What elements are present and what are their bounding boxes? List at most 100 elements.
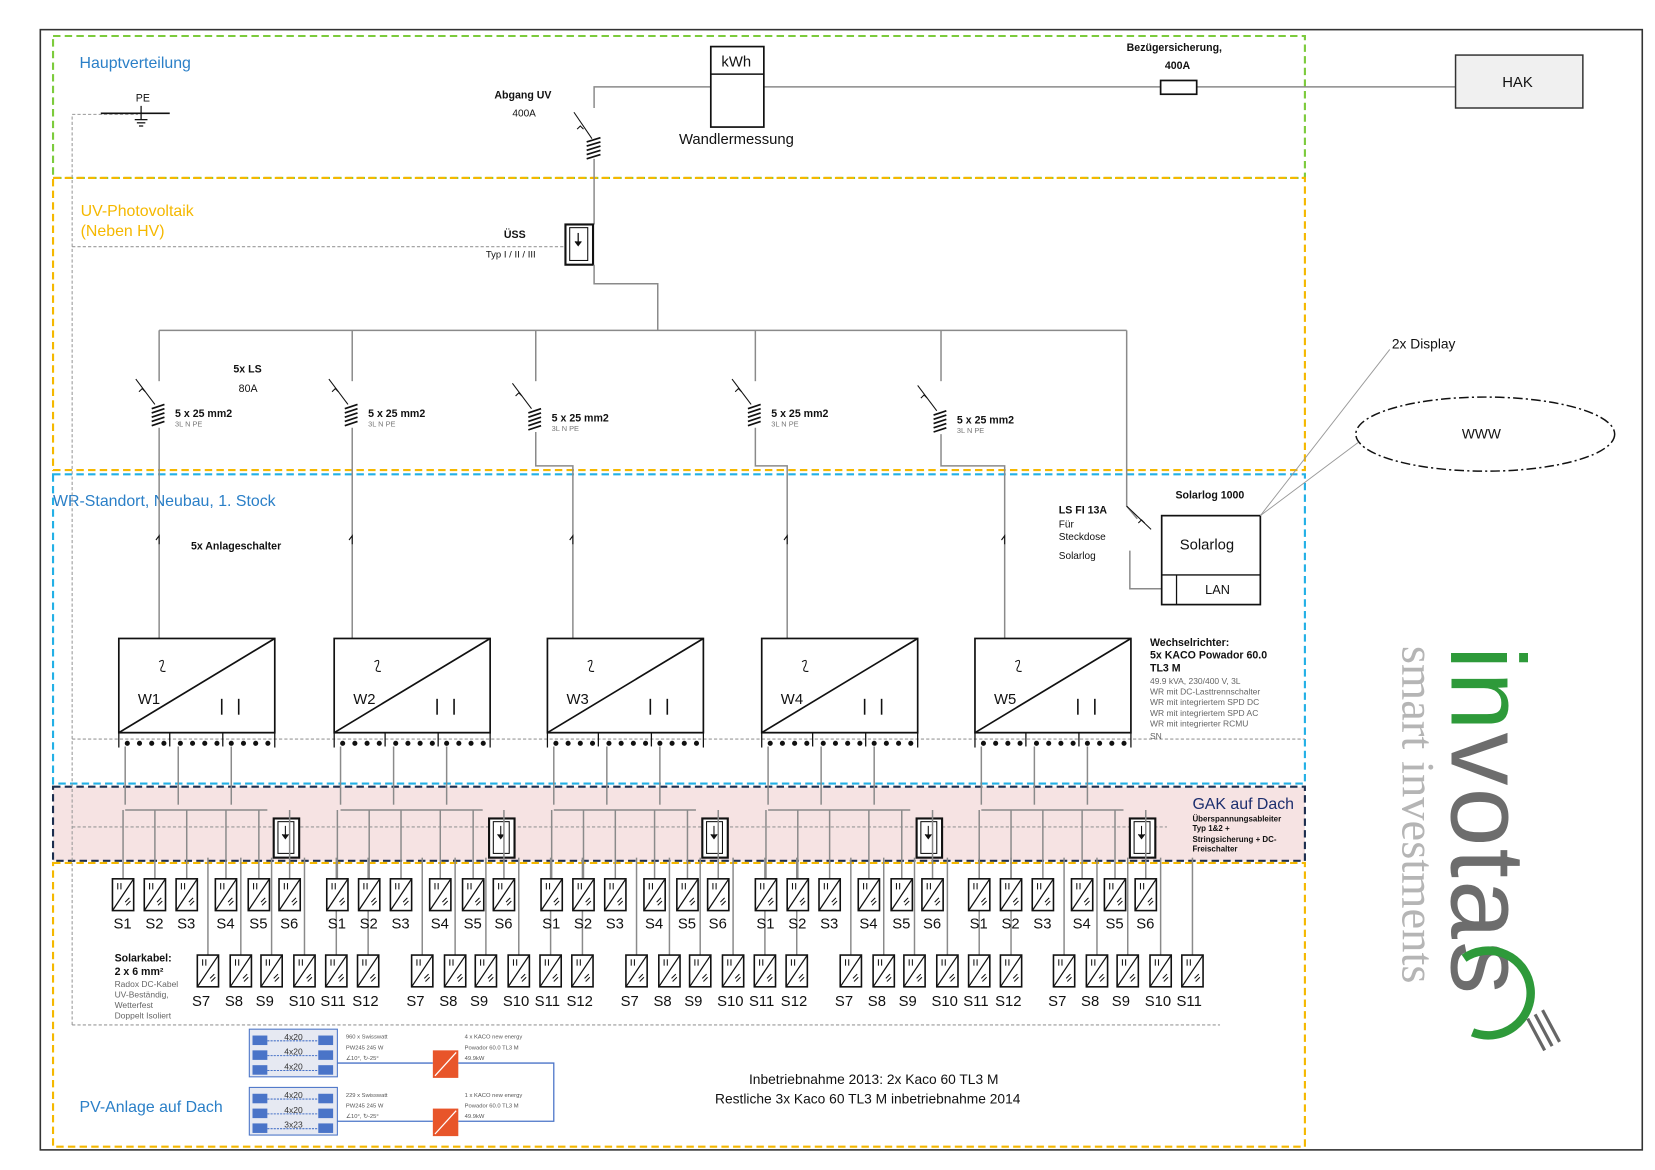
string-label: S4 <box>216 917 234 933</box>
abgang-rating: 400A <box>512 108 536 119</box>
dc-terminal <box>1121 740 1127 746</box>
panel-icon <box>318 1035 334 1046</box>
pv-module-icon <box>999 954 1023 988</box>
dc-terminal <box>908 740 914 746</box>
lan-label: LAN <box>1205 582 1230 597</box>
string-label: S4 <box>431 917 449 933</box>
zone-pv-anlage <box>51 861 1306 1148</box>
cable-label: 5 x 25 mm2 <box>175 408 232 420</box>
panel-icon <box>252 1065 268 1075</box>
pv-module-icon <box>539 954 563 988</box>
pv-module-icon <box>260 954 283 988</box>
module-info: PW245 245 W <box>346 1045 384 1051</box>
string-label: S3 <box>177 917 195 933</box>
array-row-label: 4x20 <box>284 1047 303 1057</box>
hak-box <box>1454 54 1584 109</box>
dc-terminal <box>405 740 411 746</box>
logo-tagline: smart investments <box>1391 646 1443 984</box>
cable-note-line-1: Radox DC-Kabel <box>115 979 179 989</box>
ground-icon <box>134 105 148 127</box>
pv-module-icon <box>658 954 681 988</box>
legend-link <box>458 1062 555 1122</box>
dc-terminal <box>577 740 583 746</box>
gak-label: GAK auf Dach <box>1192 796 1294 813</box>
commissioning-line-1: Inbetriebnahme 2013: 2x Kaco 60 TL3 M <box>749 1072 998 1087</box>
pv-module-icon <box>643 878 666 912</box>
dc-terminal <box>393 740 399 746</box>
string-label: S9 <box>1112 994 1130 1010</box>
dc-terminal <box>804 740 810 746</box>
string-label: S1 <box>114 917 132 933</box>
pv-module-icon <box>443 954 467 988</box>
pv-module-icon <box>293 954 316 988</box>
dc-terminal <box>643 740 649 746</box>
string-label: S10 <box>1145 994 1171 1010</box>
string-label: S11 <box>1177 994 1202 1010</box>
dc-terminal <box>253 740 259 746</box>
pv-module-icon <box>1149 954 1173 988</box>
display-link <box>1259 349 1391 516</box>
abgang-label: Abgang UV <box>494 89 551 101</box>
ls-breaker-icon <box>731 378 761 427</box>
zone-uv-photovoltaik <box>51 176 1306 472</box>
array-row-label: 4x20 <box>284 1032 303 1042</box>
pv-module-icon <box>999 878 1023 912</box>
string-label: S9 <box>684 994 702 1010</box>
string-label: S5 <box>892 917 910 933</box>
pv-module-icon <box>818 878 842 912</box>
spec-line-3: WR mit integriertem SPD DC <box>1150 697 1259 707</box>
spec-line-1: 49.9 kVA, 230/400 V, 3L <box>1150 676 1241 686</box>
string-label: S8 <box>1081 994 1099 1010</box>
dc-terminal <box>993 740 999 746</box>
string-label: S6 <box>1136 917 1154 933</box>
array-row-label: 3x23 <box>284 1120 303 1130</box>
dc-terminal <box>340 740 346 746</box>
gak-desc-4: Freischalter <box>1192 844 1237 853</box>
pv-module-icon <box>389 878 413 912</box>
logo-brand: invotas <box>1428 646 1546 996</box>
commissioning-line-2: Restliche 3x Kaco 60 TL3 M inbetriebnahm… <box>715 1091 1021 1106</box>
fuse-rating: 400A <box>1165 60 1191 72</box>
dc-terminal <box>896 740 902 746</box>
module-info: 229 x Swisswatt <box>346 1093 388 1099</box>
string-label: S11 <box>749 994 774 1010</box>
cable-note-line-3: Wetterfest <box>115 1000 154 1010</box>
dc-terminal <box>553 740 559 746</box>
string-label: S1 <box>756 917 774 933</box>
inverter-w2: W2 <box>333 637 491 748</box>
page-frame <box>39 28 1644 1151</box>
ls-breaker-icon <box>511 382 542 431</box>
pv-module-icon <box>890 878 914 912</box>
solarlog-label: Solarlog <box>1180 538 1234 554</box>
string-label: S7 <box>406 994 424 1010</box>
cable-sub-label: 3L N PE <box>957 426 984 435</box>
dc-terminal <box>417 740 423 746</box>
string-label: S3 <box>606 917 624 933</box>
cable-label: 5 x 25 mm2 <box>552 412 609 424</box>
dc-terminal <box>832 740 839 746</box>
spec-title-1: Wechselrichter: <box>1150 637 1229 649</box>
panel-icon <box>318 1123 334 1133</box>
string-label: S12 <box>567 994 593 1010</box>
lsfi-line-3: Solarlog <box>1059 551 1096 562</box>
dc-terminal <box>1005 740 1011 746</box>
gak-surge-icon <box>701 817 729 859</box>
pv-module-icon <box>247 878 271 912</box>
dc-terminal <box>565 740 571 746</box>
string-label: S4 <box>859 917 877 933</box>
string-label: S5 <box>1105 917 1123 933</box>
panel-icon <box>252 1050 268 1060</box>
ls-rating: 80A <box>239 383 259 395</box>
dc-terminal <box>214 740 220 746</box>
zone-hauptverteilung-label: Hauptverteilung <box>80 55 191 72</box>
panel-icon <box>252 1123 268 1133</box>
hak-label: HAK <box>1502 75 1533 91</box>
pv-module-icon <box>214 878 238 912</box>
string-label: S9 <box>899 994 917 1010</box>
pv-module-icon <box>229 954 253 988</box>
pv-module-icon <box>507 954 531 988</box>
pv-module-icon <box>785 954 809 988</box>
string-label: S12 <box>995 994 1021 1010</box>
string-label: S9 <box>470 994 488 1010</box>
